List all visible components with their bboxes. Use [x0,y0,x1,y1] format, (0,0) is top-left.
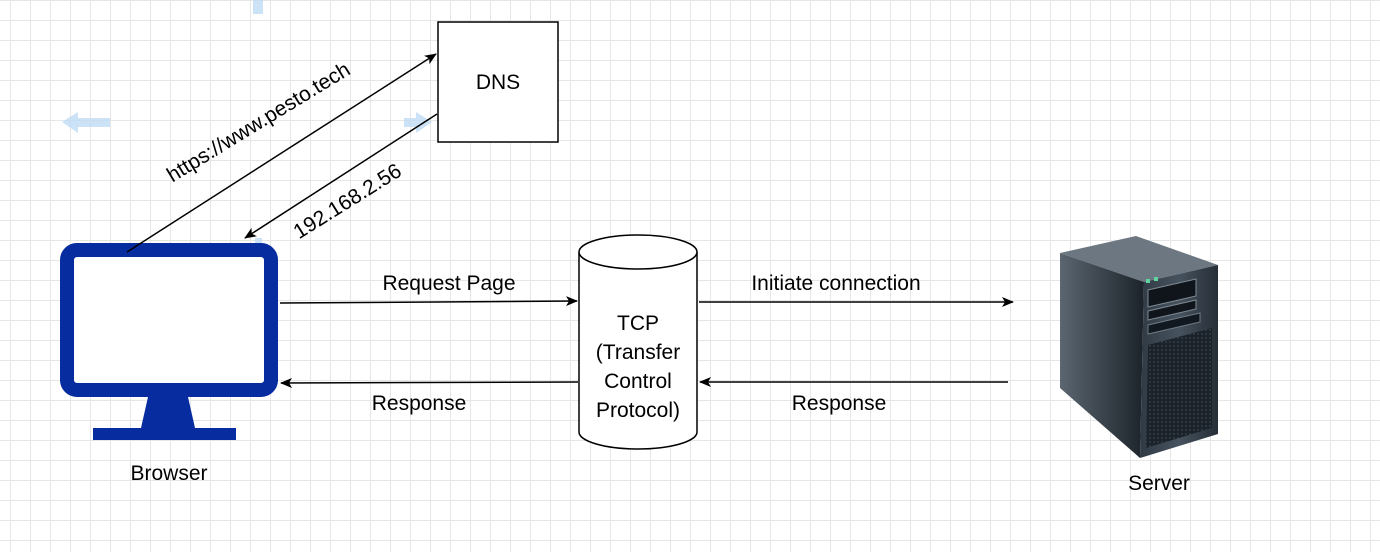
hint-arrow-top [253,0,263,14]
edge-dns-to-browser[interactable]: 192.168.2.56 [244,113,438,244]
dns-label: DNS [476,71,520,94]
dns-node[interactable]: DNS [437,21,559,143]
browser-node[interactable]: Browser [60,243,278,485]
server-label: Server [1128,472,1190,495]
browser-label: Browser [130,462,207,485]
edge-label: Request Page [382,272,515,295]
edge-label: Response [372,392,467,415]
edge-browser-to-dns[interactable]: https://www.pesto.tech [126,53,437,253]
monitor-icon [60,243,278,440]
server-tower-icon [1060,236,1218,458]
edge-tcp-to-browser[interactable]: Response [280,377,579,415]
hint-arrow-right [404,112,432,133]
server-node[interactable]: Server [1060,236,1218,495]
edge-tcp-to-server[interactable]: Initiate connection [699,272,1014,307]
edge-label: Initiate connection [751,272,920,295]
edge-browser-to-tcp[interactable]: Request Page [279,272,578,307]
hint-arrow-left [62,112,110,133]
edge-server-to-tcp[interactable]: Response [699,377,1008,415]
tcp-label-line: (Transfer [596,341,680,364]
edge-label: Response [792,392,887,415]
tcp-label-line: Control [604,370,672,393]
cylinder-icon [578,234,698,450]
tcp-label-line: TCP [617,312,659,335]
tcp-node[interactable]: TCP (Transfer Control Protocol) [578,234,698,450]
tcp-label-line: Protocol) [596,399,680,422]
